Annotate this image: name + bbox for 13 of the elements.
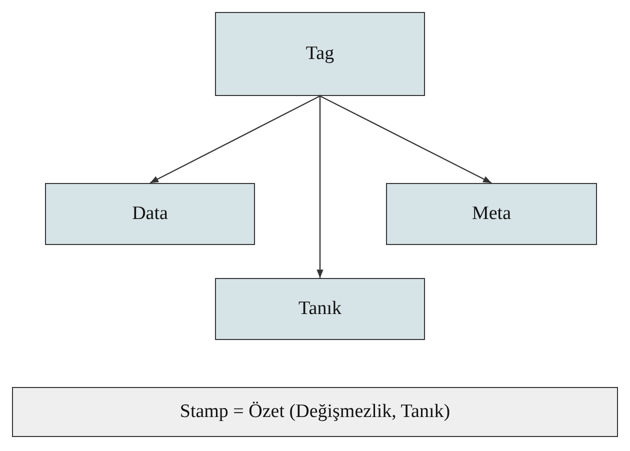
process-box — [386, 183, 597, 245]
process-box — [215, 278, 425, 340]
node-label: Meta — [472, 203, 512, 225]
process-box — [45, 183, 255, 245]
process-box — [215, 12, 425, 96]
node-label: Data — [132, 203, 168, 225]
arrow — [150, 95, 320, 184]
node-label: Tag — [306, 43, 334, 65]
arrow — [320, 95, 492, 184]
node-label: Tanık — [298, 298, 342, 320]
formula-box — [12, 387, 618, 437]
arrow — [316, 96, 324, 278]
node-label: Stamp = Özet (Değişmezlik, Tanık) — [180, 401, 450, 423]
